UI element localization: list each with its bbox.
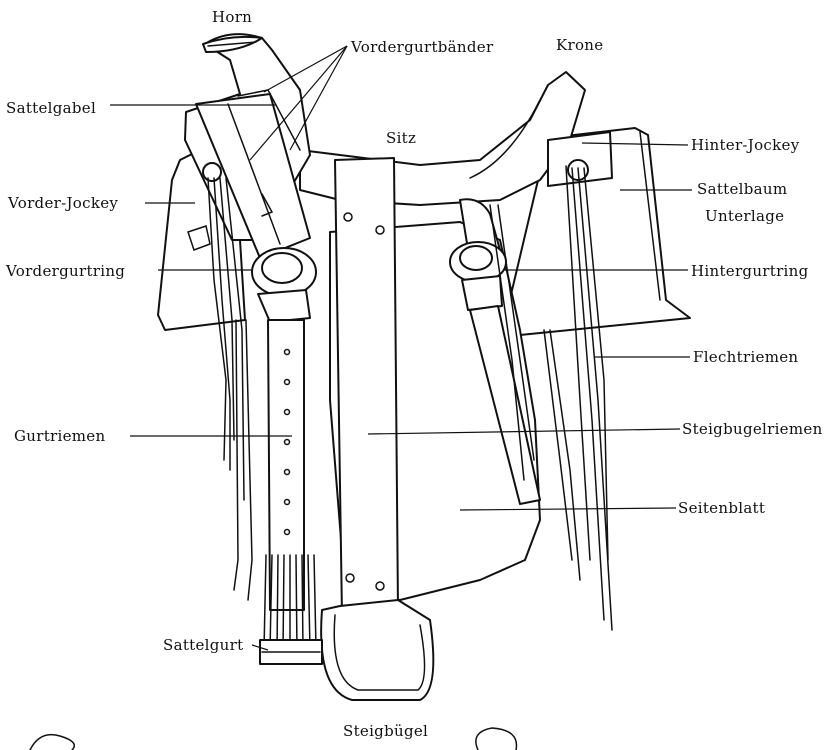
label-steigbuegel: Steigbügel: [343, 722, 428, 740]
label-flechtriemen: Flechtriemen: [693, 348, 798, 366]
label-gurtriemen: Gurtriemen: [14, 427, 105, 445]
front-rigging-ring: [252, 248, 316, 322]
rear-jockey: [548, 132, 612, 186]
label-steigbuegelriemen: Steigbugelriemen: [682, 420, 823, 438]
stirrup-leather: [335, 158, 398, 616]
stirrup: [321, 600, 433, 700]
label-vordergurtring: Vordergurtring: [6, 262, 125, 280]
label-vordergurtbaender: Vordergurtbänder: [351, 38, 493, 56]
label-sitz: Sitz: [386, 129, 416, 147]
label-vorder-jockey: Vorder-Jockey: [8, 194, 118, 212]
label-horn: Horn: [212, 8, 252, 26]
label-sattelgurt: Sattelgurt: [163, 636, 243, 654]
label-sattelgabel: Sattelgabel: [6, 99, 96, 117]
label-seitenblatt: Seitenblatt: [678, 499, 765, 517]
label-unterlage: Unterlage: [705, 207, 784, 225]
label-krone: Krone: [556, 36, 603, 54]
label-sattelbaum: Sattelbaum: [697, 180, 787, 198]
label-hinter-jockey: Hinter-Jockey: [691, 136, 799, 154]
ornament-right: [476, 728, 517, 750]
latigo-strap: [268, 320, 304, 610]
ornament-left: [30, 735, 74, 750]
label-hintergurtring: Hintergurtring: [691, 262, 809, 280]
